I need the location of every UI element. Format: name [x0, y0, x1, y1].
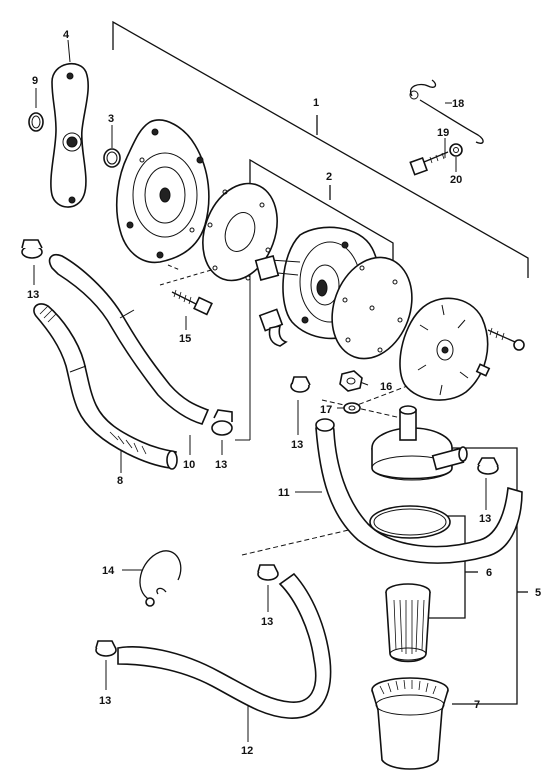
- callout-1: 1: [313, 97, 319, 109]
- callout-11: 11: [278, 487, 290, 499]
- hose-clamp-13e: [257, 564, 279, 581]
- part-18-spring-clip: [409, 79, 484, 144]
- callout-4: 4: [63, 29, 70, 41]
- part-7-bowl: [371, 677, 449, 770]
- hose-10: [48, 253, 210, 425]
- callout-19: 19: [437, 127, 449, 139]
- pump-cover-housing: [115, 119, 210, 264]
- part-17-washer: [343, 402, 361, 414]
- hose-clamp-13a: [21, 239, 43, 259]
- callout-14: 14: [102, 565, 115, 577]
- callout-20: 20: [450, 174, 462, 186]
- callout-13c: 13: [291, 439, 303, 451]
- part-4-plate: [50, 62, 89, 208]
- callout-labels: 1 2 3 4 5 6 7 8 9 10 11 12 13 13 13 13 1…: [27, 29, 541, 757]
- part-3-o-ring: [103, 148, 121, 168]
- part-14-clip: [139, 550, 182, 607]
- callout-13e: 13: [261, 616, 273, 628]
- callout-5: 5: [535, 587, 541, 599]
- callout-18: 18: [452, 98, 464, 110]
- callout-9: 9: [32, 75, 38, 87]
- callout-8: 8: [117, 475, 123, 487]
- callout-10: 10: [183, 459, 195, 471]
- diaphragm-disc: [331, 256, 413, 360]
- part-16-nut: [339, 370, 363, 392]
- filter-element: [385, 583, 431, 663]
- callout-6: 6: [486, 567, 492, 579]
- callout-7: 7: [474, 699, 480, 711]
- callout-16: 16: [380, 381, 392, 393]
- elbow-fitting: [258, 308, 288, 347]
- assembly-bracket-lines: [33, 20, 529, 742]
- strainer-body: [371, 405, 468, 481]
- callout-13f: 13: [99, 695, 111, 707]
- callout-13a: 13: [27, 289, 39, 301]
- part-15-screw: [171, 289, 213, 316]
- hose-8: [33, 303, 178, 470]
- callout-17: 17: [320, 404, 332, 416]
- hose-clamp-13d: [477, 457, 499, 475]
- hose-clamp-13b: [211, 409, 233, 436]
- part-19-bolt: [409, 151, 449, 176]
- hose-clamp-13f: [95, 640, 117, 657]
- callout-13b: 13: [215, 459, 227, 471]
- callout-2: 2: [326, 171, 332, 183]
- hose-11: [315, 418, 523, 564]
- part-9-o-ring: [28, 112, 44, 132]
- callout-15: 15: [179, 333, 191, 345]
- callout-13d: 13: [479, 513, 491, 525]
- callout-12: 12: [241, 745, 253, 757]
- cover-screw: [475, 327, 525, 377]
- part-6-o-ring: [369, 505, 451, 539]
- callout-3: 3: [108, 113, 114, 125]
- hose-12: [117, 572, 332, 719]
- part-20-washer: [449, 143, 463, 157]
- hose-clamp-13c: [290, 376, 311, 393]
- diaphragm-gasket: [202, 182, 278, 282]
- bottom-cover: [399, 297, 489, 401]
